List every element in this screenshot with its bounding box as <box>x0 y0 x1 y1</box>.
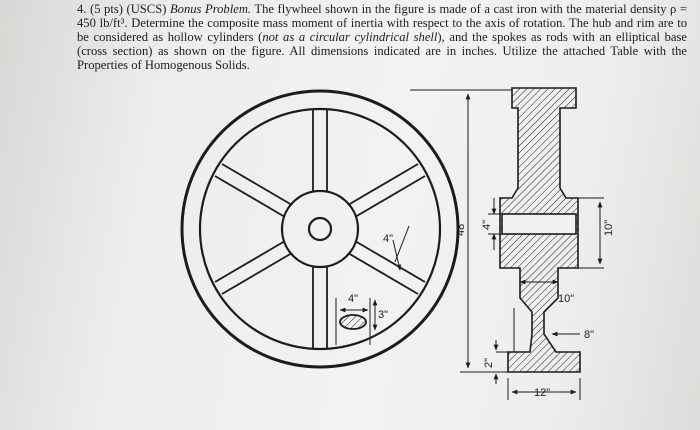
spoke-line <box>221 252 293 295</box>
spoke-line <box>347 163 419 206</box>
section-dimensions <box>410 89 604 400</box>
flywheel-front-view <box>180 89 460 369</box>
spoke-line <box>354 240 426 283</box>
problem-text-2: ), and the spokes as rods with an ellipt… <box>77 30 688 72</box>
spoke-line <box>354 175 426 218</box>
problem-points: (5 pts) (USCS) <box>90 2 167 16</box>
spoke-dim-line <box>394 225 410 263</box>
problem-statement: 4. (5 pts) (USCS) Bonus Problem. The fly… <box>77 2 687 72</box>
hub-bore-gap <box>501 213 577 235</box>
problem-number: 4. <box>77 2 87 16</box>
spoke-line <box>347 252 419 295</box>
spoke-width-label-a: 4" <box>383 233 393 245</box>
hub-bore-label: 10" <box>603 220 615 236</box>
hub-bore-circle <box>307 216 333 242</box>
rim-height-label: 8" <box>584 329 594 341</box>
spoke-section-ellipse <box>339 314 367 330</box>
rim-outer-circle <box>180 89 460 369</box>
problem-text-1: The flywheel shown in the figure is made… <box>77 2 688 44</box>
problem-title: Bonus Problem. <box>169 2 252 16</box>
spoke-line <box>221 163 293 206</box>
spoke-line <box>214 175 286 218</box>
spoke-line <box>214 240 286 283</box>
spokes <box>214 110 426 348</box>
outer-diameter-label: 48" <box>455 220 467 236</box>
hub-outer-circle <box>280 189 360 269</box>
rim-inner-circle <box>198 107 442 351</box>
spoke-width-label-b: 4" <box>348 293 358 305</box>
rim-width-label: 10" <box>558 293 574 305</box>
rim-base-label: 12" <box>534 387 550 399</box>
rim-thickness-label: 2" <box>483 358 495 368</box>
problem-emphasis: not as a circular cylindrical shell <box>262 30 438 44</box>
flywheel-cross-section <box>499 87 581 373</box>
spoke-height-label: 3" <box>378 309 388 321</box>
spoke-dim-arrow <box>392 239 402 271</box>
hub-width-label: 4" <box>481 220 493 230</box>
